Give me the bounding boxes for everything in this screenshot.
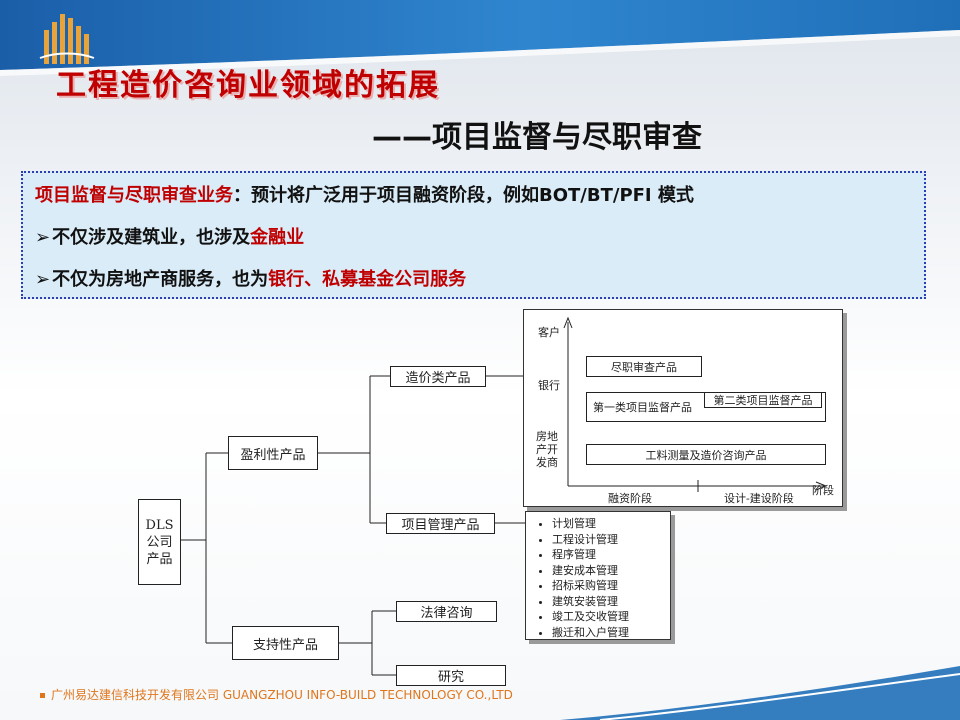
axes-icon: [563, 316, 828, 492]
footer-company: 广州易达建信科技开发有限公司 GUANGZHOU INFO-BUILD TECH…: [40, 686, 513, 703]
customer-developer-label: 房地 产开 发商: [536, 430, 558, 469]
pm-list-item: 计划管理: [552, 516, 670, 532]
page-title: 工程造价咨询业领域的拓展: [56, 68, 440, 103]
footer-bullet-icon: [40, 693, 45, 698]
pm-services-items: 计划管理工程设计管理程序管理建安成本管理招标采购管理建筑安装管理竣工及交收管理搬…: [526, 512, 670, 640]
root-node-dls-products: DLS 公司 产品: [138, 499, 181, 585]
info-line-1-highlight: 项目监督与尽职审查业务: [35, 185, 233, 206]
node-support-products: 支持性产品: [232, 626, 339, 660]
info-line-1: 项目监督与尽职审查业务：预计将广泛用于项目融资阶段，例如BOT/BT/PFI 模…: [35, 181, 694, 207]
quantity-survey-product-box: 工料测量及造价咨询产品: [586, 444, 826, 465]
arrow-bullet-icon: ➢: [35, 269, 51, 290]
pm-services-list: 计划管理工程设计管理程序管理建安成本管理招标采购管理建筑安装管理竣工及交收管理搬…: [525, 511, 671, 640]
info-line-3-highlight: 银行、私募基金公司服务: [268, 269, 467, 290]
info-line-2: ➢不仅涉及建筑业，也涉及金融业: [35, 223, 304, 249]
node-research: 研究: [396, 665, 506, 686]
node-pm-products: 项目管理产品: [386, 513, 495, 534]
y-axis-label: 客户: [538, 326, 560, 339]
node-cost-products: 造价类产品: [390, 366, 486, 387]
info-line-2-highlight: 金融业: [250, 227, 305, 248]
pm-list-item: 搬迁和入户管理: [552, 625, 670, 641]
design-build-stage-label: 设计-建设阶段: [724, 492, 794, 505]
footer-company-name: 广州易达建信科技开发有限公司 GUANGZHOU INFO-BUILD TECH…: [51, 688, 513, 702]
customer-bank-label: 银行: [538, 379, 560, 392]
financing-stage-label: 融资阶段: [608, 492, 652, 505]
pm-list-item: 程序管理: [552, 547, 670, 563]
due-diligence-product-box: 尽职审查产品: [586, 356, 702, 377]
type2-supervision-product-box: 第二类项目监督产品: [704, 392, 822, 408]
node-legal-consulting: 法律咨询: [396, 601, 497, 622]
x-axis-label: 阶段: [812, 484, 834, 497]
node-profit-products: 盈利性产品: [228, 436, 318, 470]
arrow-bullet-icon: ➢: [35, 227, 51, 248]
pm-list-item: 竣工及交收管理: [552, 609, 670, 625]
footer-swoosh-icon: [560, 666, 960, 720]
pm-list-item: 建筑安装管理: [552, 594, 670, 610]
header-banner: [0, 0, 960, 76]
info-box: 项目监督与尽职审查业务：预计将广泛用于项目融资阶段，例如BOT/BT/PFI 模…: [21, 171, 926, 299]
info-line-2-text: 不仅涉及建筑业，也涉及: [52, 227, 251, 248]
info-line-3-text: 不仅为房地产商服务，也为: [52, 269, 269, 290]
pm-list-item: 工程设计管理: [552, 532, 670, 548]
company-logo-icon: [39, 14, 95, 64]
pm-list-item: 招标采购管理: [552, 578, 670, 594]
customer-stage-panel: 客户 银行 房地 产开 发商 尽职审查产品 第一类项目监督产品 第二类项目监督产…: [523, 309, 843, 507]
info-line-3: ➢不仅为房地产商服务，也为银行、私募基金公司服务: [35, 265, 466, 291]
page-subtitle: ——项目监督与尽职审查: [372, 120, 702, 155]
pm-list-item: 建安成本管理: [552, 563, 670, 579]
info-line-1-text: ：预计将广泛用于项目融资阶段，例如BOT/BT/PFI 模式: [233, 185, 694, 206]
